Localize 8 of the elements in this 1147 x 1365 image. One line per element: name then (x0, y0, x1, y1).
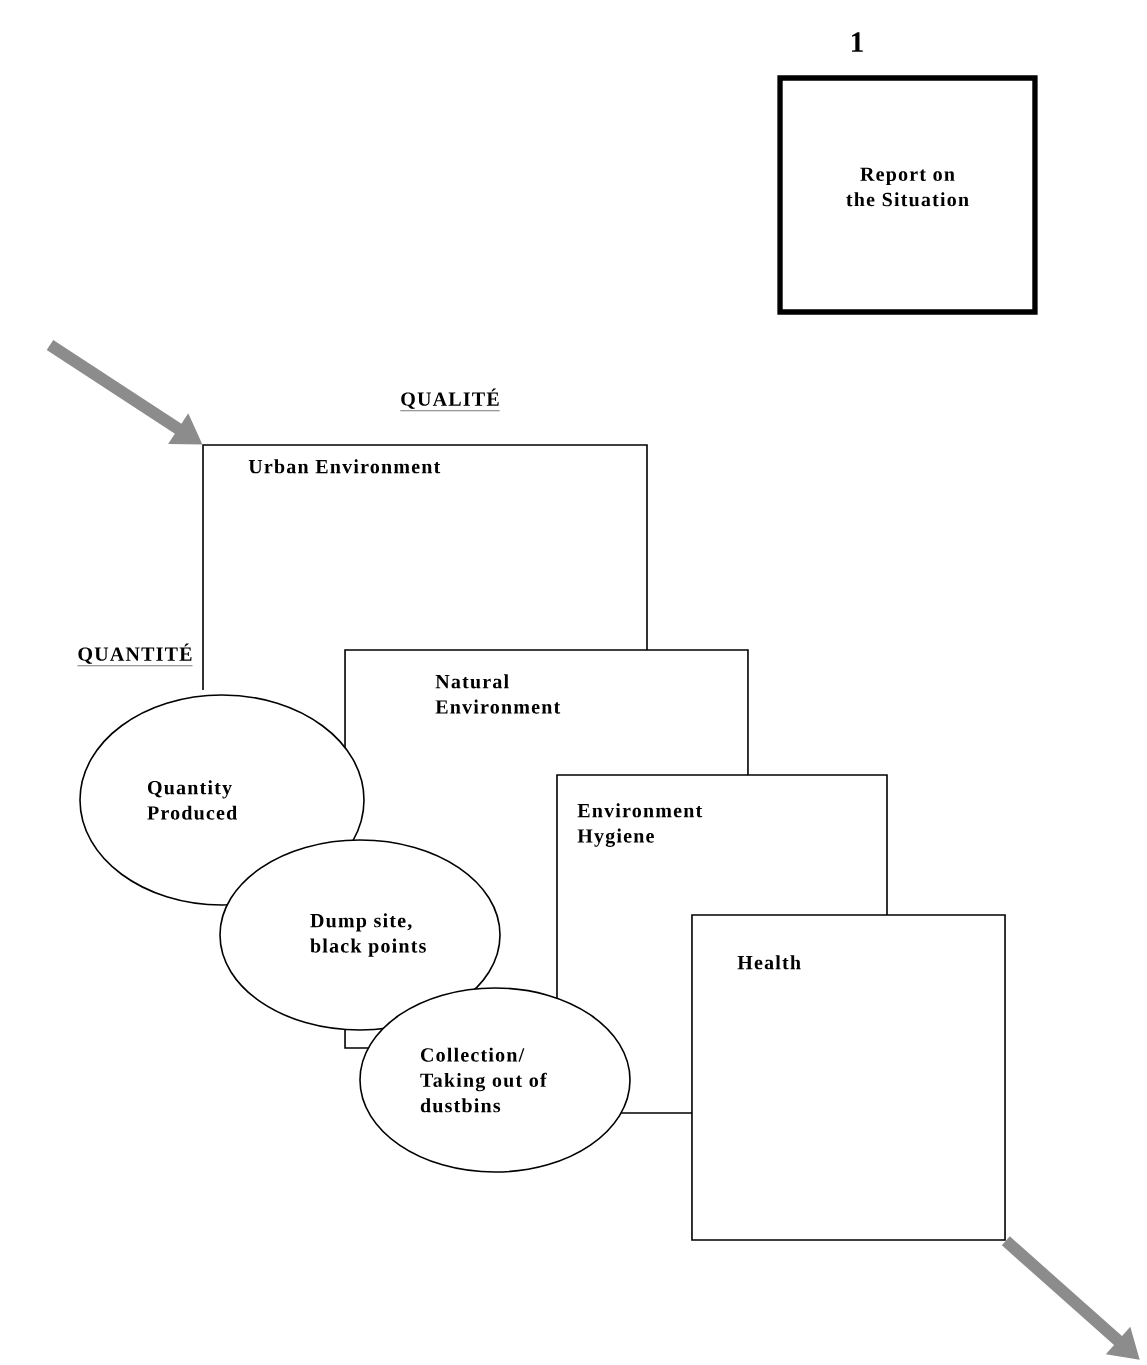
axis-label: QUALITÉ (400, 388, 500, 411)
ellipse-node: Quantity Produced (79, 694, 365, 906)
report-box: Report on the Situation (777, 75, 1038, 315)
title: 1 (852, 32, 863, 52)
process-box: Health (691, 914, 1006, 1241)
axis-label: QUANTITÉ (77, 643, 193, 666)
ellipse-node: Collection/ Taking out of dustbins (359, 987, 631, 1173)
ellipse-node: Dump site, black points (219, 839, 501, 1031)
